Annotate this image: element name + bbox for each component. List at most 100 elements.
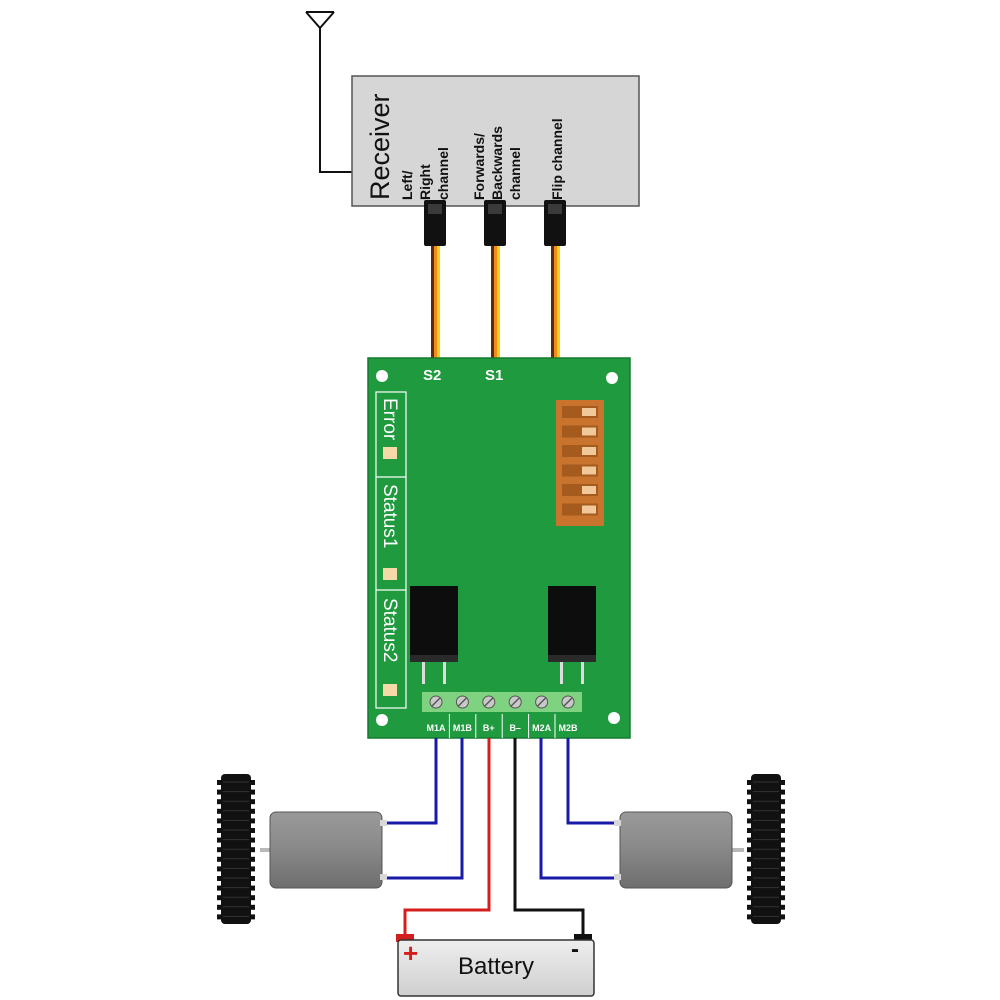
- tread-tooth: [249, 847, 255, 853]
- mounting-hole: [608, 712, 620, 724]
- tread-tooth: [779, 799, 785, 805]
- driver-chip-right: [548, 586, 596, 684]
- channel-label-line: Forwards/: [471, 133, 487, 200]
- tread-tooth: [249, 828, 255, 833]
- tread-tooth: [779, 780, 785, 785]
- terminal-label: M2B: [558, 723, 578, 733]
- led-label-status1: Status1: [379, 484, 400, 548]
- led-status2: [383, 684, 397, 696]
- tread-tooth: [779, 837, 785, 843]
- terminal-screw-slot: [457, 697, 467, 707]
- dip-switch[interactable]: [556, 400, 604, 526]
- led-label-error: Error: [379, 398, 400, 441]
- led-status1: [383, 568, 397, 580]
- terminal-label: B–: [509, 723, 521, 733]
- tread-tooth: [217, 876, 223, 881]
- terminal-label: M1B: [453, 723, 473, 733]
- tread-tooth: [747, 780, 753, 785]
- tread-tooth: [779, 914, 785, 920]
- channel-label-line: Right: [417, 164, 433, 200]
- tread-tooth: [747, 847, 753, 853]
- tread-tooth: [747, 885, 753, 891]
- servo-cable-flip: [544, 200, 566, 360]
- tread-tooth: [249, 799, 255, 805]
- tread-tooth: [779, 856, 785, 862]
- mounting-hole: [376, 370, 388, 382]
- dip-switch-lever[interactable]: [582, 505, 596, 514]
- servo-cable-left-right: [424, 200, 446, 360]
- tread-tooth: [249, 856, 255, 862]
- dip-switch-lever[interactable]: [582, 466, 596, 475]
- tread-tooth: [217, 856, 223, 862]
- tread-tooth: [779, 876, 785, 881]
- led-label-status2: Status2: [379, 598, 400, 662]
- channel-label-line: channel: [507, 147, 523, 200]
- terminal-screw-slot: [484, 697, 494, 707]
- tread-tooth: [779, 818, 785, 824]
- tread-tooth: [217, 885, 223, 891]
- terminal-block: M1A M1B B+ B– M2A M2B: [422, 692, 582, 738]
- tread-tooth: [249, 837, 255, 843]
- antenna-icon: [305, 11, 352, 173]
- tread-tooth: [217, 847, 223, 853]
- channel-label-line: channel: [435, 147, 451, 200]
- channel-label-line: Flip channel: [549, 118, 565, 200]
- tread-tooth: [779, 895, 785, 901]
- tread-tooth: [747, 799, 753, 805]
- tread-tooth: [747, 818, 753, 824]
- tread-tooth: [779, 789, 785, 795]
- tread-tooth: [747, 808, 753, 814]
- left-wheel: [217, 774, 255, 924]
- tread-tooth: [217, 799, 223, 805]
- terminal-screw-slot: [563, 697, 573, 707]
- tread-tooth: [217, 837, 223, 843]
- dip-switch-lever[interactable]: [582, 427, 596, 436]
- tread-tooth: [747, 876, 753, 881]
- receiver-channel-left-right: Left/ Right channel: [399, 147, 451, 200]
- receiver-channel-flip: Flip channel: [549, 118, 565, 200]
- dip-switch-lever[interactable]: [582, 408, 596, 416]
- tread-tooth: [779, 847, 785, 853]
- tread-tooth: [217, 789, 223, 795]
- tread-tooth: [249, 808, 255, 814]
- tread-tooth: [249, 876, 255, 881]
- tread-tooth: [747, 866, 753, 872]
- terminal-label: B+: [483, 723, 495, 733]
- mounting-hole: [606, 372, 618, 384]
- tread-tooth: [747, 828, 753, 833]
- channel-label-line: Left/: [399, 170, 415, 200]
- right-motor: [614, 811, 744, 889]
- tread-tooth: [747, 914, 753, 920]
- mounting-hole: [376, 714, 388, 726]
- battery: + - Battery: [396, 934, 595, 997]
- dip-switch-lever[interactable]: [582, 486, 596, 494]
- led-error: [383, 447, 397, 459]
- servo-cable-forwards-backwards: [484, 200, 506, 360]
- battery-plus-label: +: [403, 938, 418, 968]
- tread-tooth: [249, 885, 255, 891]
- driver-chip-left: [410, 586, 458, 684]
- terminal-screw-slot: [431, 697, 441, 707]
- terminal-label: M2A: [532, 723, 552, 733]
- tread-tooth: [249, 914, 255, 920]
- tread-tooth: [747, 789, 753, 795]
- tread-tooth: [249, 818, 255, 824]
- tread-tooth: [747, 856, 753, 862]
- servo-input-label-s2: S2: [423, 367, 441, 384]
- tread-tooth: [217, 914, 223, 920]
- terminal-screw-slot: [537, 697, 547, 707]
- right-wheel: [747, 774, 785, 924]
- tread-tooth: [249, 780, 255, 785]
- tread-tooth: [217, 818, 223, 824]
- motor-controller-board: S2 S1 Error Status1 Status2: [367, 357, 631, 739]
- tread-tooth: [249, 789, 255, 795]
- tread-tooth: [217, 904, 223, 910]
- terminal-label: M1A: [426, 723, 446, 733]
- battery-minus-label: -: [571, 936, 579, 963]
- dip-switch-lever[interactable]: [582, 447, 596, 455]
- servo-input-label-s1: S1: [485, 367, 503, 384]
- motor-wires: [386, 738, 620, 938]
- tread-tooth: [217, 895, 223, 901]
- receiver-title: Receiver: [365, 93, 395, 200]
